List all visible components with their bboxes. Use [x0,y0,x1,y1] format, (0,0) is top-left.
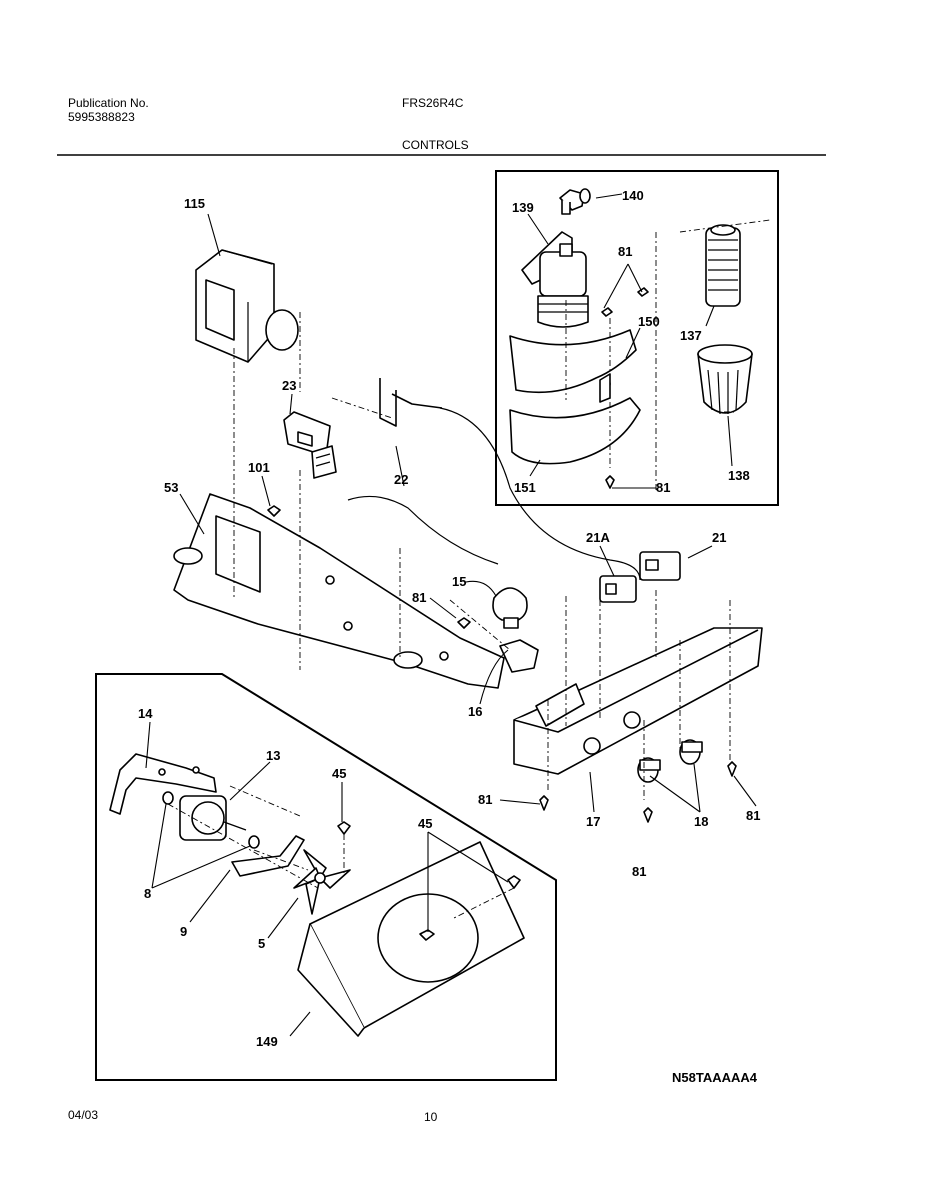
screw-45-mid [507,875,521,889]
knob-18-b [679,739,703,765]
callout-16: 16 [468,704,482,719]
screw-101 [267,505,281,517]
screw-81-filter-bottom [605,475,615,489]
callout-101: 101 [248,460,270,475]
filter-head [521,231,589,328]
callout-140: 140 [622,188,644,203]
screw-81-mid [457,617,471,629]
grommet-8-b [248,835,260,849]
callout-45-top: 45 [332,766,346,781]
fan-blade [293,849,351,915]
callout-8: 8 [144,886,151,901]
callout-17: 17 [586,814,600,829]
callout-81-housing-bottom: 81 [632,864,646,879]
screw-81-filter-pair [601,287,649,317]
filter-cartridge [705,224,741,307]
publication-number: 5995388823 [68,110,135,124]
publication-label: Publication No. [68,96,149,110]
screw-81-housing-right [727,761,737,777]
callout-81-filter-bottom: 81 [656,480,670,495]
callout-22: 22 [394,472,408,487]
footer-date: 04/03 [68,1108,99,1122]
callout-5: 5 [258,936,265,951]
screw-81-housing-left [539,795,549,811]
grommet-8-a [162,791,174,805]
callout-139: 139 [512,200,534,215]
callout-115: 115 [184,196,205,211]
callout-14: 14 [138,706,153,721]
callout-150: 150 [638,314,660,329]
callout-45-mid: 45 [418,816,432,831]
callout-81-filter-top: 81 [618,244,632,259]
fan-motor [179,795,247,841]
model-number: FRS26R4C [402,96,464,110]
callout-81-mid: 81 [412,590,426,605]
lamp-bulb [492,587,528,629]
fan-shroud [297,841,525,1037]
callout-151: 151 [514,480,536,495]
callout-18: 18 [694,814,708,829]
wire-harness [347,378,641,581]
elbow-fitting [559,188,591,215]
callouts: 115 23 101 53 22 15 81 16 21A 21 139 140… [138,188,760,1085]
leader-lines [145,193,757,1037]
motor-bracket [109,753,217,815]
callout-138: 138 [728,468,750,483]
fan-inset-frame [95,673,557,1081]
callout-13: 13 [266,748,280,763]
motor-bracket-lower [231,835,305,877]
control-housing [513,627,763,775]
filter-bowl [697,344,753,415]
screw-45-top [337,821,351,835]
callout-15: 15 [452,574,466,589]
lamp-socket [499,639,539,673]
filter-bracket-upper [509,329,637,394]
switch-21A [599,575,637,603]
filter-inset-frame [495,170,779,506]
callout-9: 9 [180,924,187,939]
callout-81-housing-left: 81 [478,792,492,807]
callout-81-housing-right: 81 [746,808,760,823]
callout-23: 23 [282,378,296,393]
dispenser-module [195,249,299,363]
callout-21: 21 [712,530,726,545]
drawing-code: N58TAAAAA4 [672,1070,758,1085]
callout-137: 137 [680,328,702,343]
control-board [283,411,337,479]
switch-21 [639,551,681,581]
callout-53: 53 [164,480,178,495]
callout-21A: 21A [586,530,610,545]
dispenser-housing [173,493,505,689]
section-title: CONTROLS [402,138,469,152]
screw-81-housing-bottom [643,807,653,823]
page-number: 10 [424,1110,438,1124]
knob-18-a [637,757,661,783]
fan-inset [95,673,557,1081]
water-filter-inset [495,170,779,506]
callout-149: 149 [256,1034,278,1049]
